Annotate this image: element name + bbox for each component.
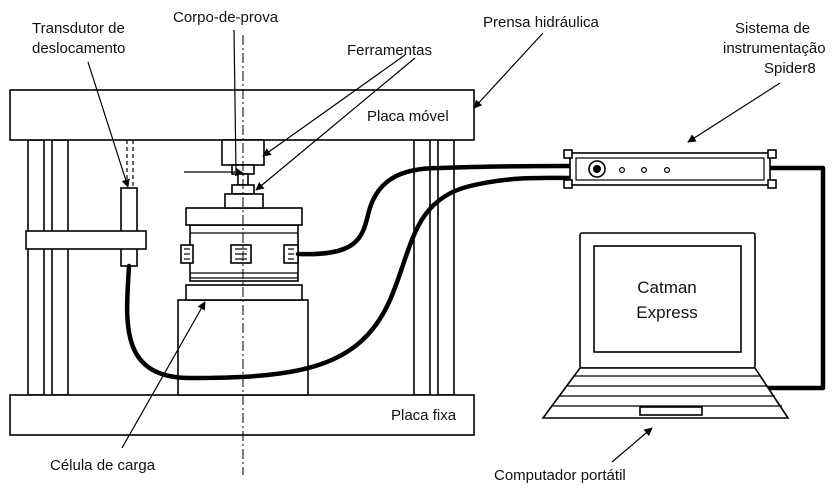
left-column-outer — [27, 139, 45, 396]
arrow-press — [473, 32, 544, 109]
arrow-transducer — [87, 61, 130, 188]
laptop: Catman Express — [541, 232, 790, 419]
label-moving-plate: Placa móvel — [367, 108, 449, 125]
moving-plate — [9, 89, 475, 141]
arrow-spider8 — [687, 82, 781, 143]
label-transducer-line1: Transdutor de — [32, 20, 125, 37]
label-laptop: Computador portátil — [494, 467, 626, 484]
cable-loadcell — [295, 163, 573, 257]
screen-text-line2: Express — [636, 303, 697, 322]
right-column-inner — [413, 139, 431, 396]
arrow-tool-lower — [255, 57, 416, 191]
label-transducer-line2: deslocamento — [32, 40, 125, 57]
displacement-transducer — [25, 140, 147, 267]
label-spider8-line3: Spider8 — [764, 60, 816, 77]
label-spider8-line2: instrumentação — [723, 40, 826, 57]
arrow-laptop — [611, 427, 653, 463]
left-column-inner — [51, 139, 69, 396]
hydraulic-press — [9, 89, 475, 436]
arrow-specimen — [233, 29, 237, 173]
spider8-unit — [563, 149, 777, 189]
label-load-cell: Célula de carga — [50, 457, 156, 474]
label-specimen: Corpo-de-prova — [173, 9, 279, 26]
arrow-tool-upper — [262, 54, 406, 157]
label-press: Prensa hidráulica — [483, 14, 600, 31]
cable-transducer — [124, 175, 573, 381]
labels: Transdutor de deslocamento Corpo-de-prov… — [32, 9, 826, 484]
screen-text-line1: Catman — [637, 278, 697, 297]
label-fixed-plate: Placa fixa — [391, 407, 457, 424]
label-tools: Ferramentas — [347, 42, 432, 59]
laptop-touchpad — [639, 406, 703, 416]
label-spider8-line1: Sistema de — [735, 20, 810, 37]
right-column-outer — [437, 139, 455, 396]
spider8-led-icon — [618, 167, 625, 174]
arrow-loadcell — [121, 301, 206, 449]
laptop-screen — [593, 245, 742, 353]
leader-arrows — [87, 29, 781, 463]
transducer-clamp-arm — [25, 230, 147, 250]
cables — [124, 163, 826, 391]
cable-computer — [765, 165, 826, 391]
